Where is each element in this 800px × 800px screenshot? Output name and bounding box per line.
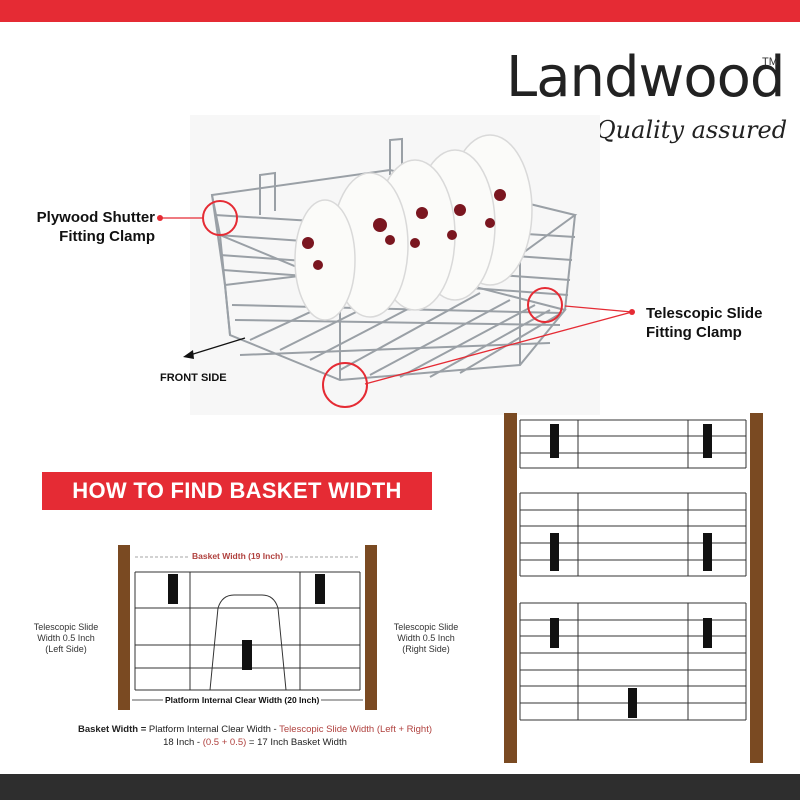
- front-side-label: FRONT SIDE: [160, 372, 227, 384]
- formula-calc-red: (0.5 + 0.5): [202, 737, 247, 748]
- right-wood-panel: [365, 545, 377, 710]
- telescopic-callout-line1: Telescopic Slide: [646, 305, 763, 322]
- plywood-clamp-callout: Plywood Shutter Fitting Clamp: [30, 208, 155, 246]
- brand-logo: Landwood TM Quality assured: [500, 50, 790, 160]
- multi-basket-diagram: [504, 413, 763, 763]
- width-formula: Basket Width = Platform Internal Clear W…: [40, 723, 470, 749]
- trademark-mark: TM: [762, 56, 778, 68]
- section-heading: HOW TO FIND BASKET WIDTH: [42, 472, 432, 510]
- callout-lines: [157, 215, 635, 385]
- basket-width-label: Basket Width (19 Inch): [190, 551, 286, 561]
- left-slide-note: Telescopic Slide Width 0.5 Inch (Left Si…: [22, 622, 110, 655]
- plywood-callout-line2: Fitting Clamp: [59, 228, 155, 245]
- bottom-dark-band: [0, 774, 800, 800]
- left-slide-line1: Telescopic Slide: [33, 622, 99, 632]
- formula-line1: Basket Width = Platform Internal Clear W…: [40, 723, 470, 736]
- brand-tagline: Quality assured: [596, 116, 788, 144]
- left-wood-panel: [118, 545, 130, 710]
- formula-calc-a: 18 Inch -: [163, 737, 203, 748]
- basket-width-diagram: [118, 545, 377, 710]
- left-slide-line2: Width 0.5 Inch: [37, 633, 95, 643]
- right-slide-line3: (Right Side): [402, 644, 450, 654]
- formula-plain: Platform Internal Clear Width -: [146, 724, 280, 735]
- right-slide-line1: Telescopic Slide: [393, 622, 459, 632]
- telescopic-callout-line2: Fitting Clamp: [646, 324, 742, 341]
- top-red-band: [0, 0, 800, 22]
- right-slide-note: Telescopic Slide Width 0.5 Inch (Right S…: [382, 622, 470, 655]
- basket-illustration: [190, 115, 600, 415]
- formula-bold: Basket Width =: [77, 724, 147, 735]
- right-tall-wood-panel: [750, 413, 763, 763]
- left-tall-wood-panel: [504, 413, 517, 763]
- formula-calc-b: = 17 Inch Basket Width: [246, 737, 347, 748]
- wire-basket-image: [202, 134, 578, 408]
- plywood-callout-line1: Plywood Shutter: [36, 209, 155, 226]
- formula-line2: 18 Inch - (0.5 + 0.5) = 17 Inch Basket W…: [40, 736, 470, 749]
- platform-width-label: Platform Internal Clear Width (20 Inch): [163, 695, 322, 705]
- formula-red: Telescopic Slide Width (Left + Right): [279, 724, 432, 735]
- right-slide-line2: Width 0.5 Inch: [397, 633, 455, 643]
- brand-name: Landwood: [506, 45, 785, 110]
- telescopic-clamp-callout: Telescopic Slide Fitting Clamp: [646, 304, 796, 342]
- left-slide-line3: (Left Side): [45, 644, 87, 654]
